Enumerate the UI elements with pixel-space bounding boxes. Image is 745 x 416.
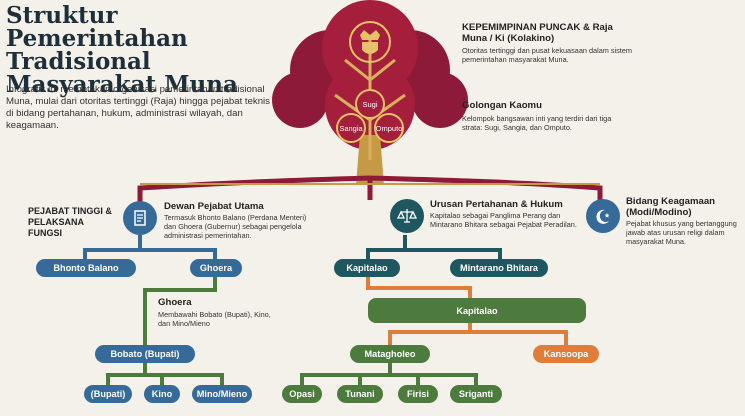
crescent-star-icon [586,199,620,233]
node-mino-mieno: Mino/Mieno [192,385,252,403]
node-ghoera: Ghoera [190,259,242,277]
ghoera-detail-desc: Membawahi Bobato (Bupati), Kino, dan Min… [158,310,271,328]
agama-heading: Bidang Keagamaan (Modi/Modino) [626,196,716,218]
ghoera-detail-heading: Ghoera [158,297,192,308]
node-kapitalao: Kapitalao [334,259,400,277]
document-icon [123,201,157,235]
page-title: Struktur Pemerintahan Tradisional Masyar… [6,2,238,98]
side-label: PEJABAT TINGGI & PELAKSANA FUNGSI [28,206,112,238]
node-sriganti: Sriganti [450,385,502,403]
node-mintarano-bhitara: Mintarano Bhitara [450,259,548,277]
node-kansoopa: Kansoopa [533,345,599,363]
node-firisi: Firisi [398,385,438,403]
dewan-block: Dewan Pejabat Utama Termasuk Bhonto Bala… [164,201,314,240]
kaomu-heading: Golongan Kaomu [462,100,542,111]
agama-desc: Pejabat khusus yang bertanggung jawab at… [626,219,737,246]
node-bobato: Bobato (Bupati) [95,345,195,363]
top-leadership-heading: KEPEMIMPINAN PUNCAK & Raja Muna / Ki (Ko… [462,22,613,44]
top-leadership-block: KEPEMIMPINAN PUNCAK & Raja Muna / Ki (Ko… [462,22,632,64]
scales-icon [390,199,424,233]
urusan-heading: Urusan Pertahanan & Hukum [430,199,563,210]
node-opasi: Opasi [282,385,322,403]
top-leadership-desc: Otoritas tertinggi dan pusat kekuasaan d… [462,46,632,64]
dewan-heading: Dewan Pejabat Utama [164,201,264,212]
node-tunani: Tunani [337,385,383,403]
node-bupati: (Bupati) [84,385,132,403]
agama-block: Bidang Keagamaan (Modi/Modino) Pejabat k… [626,196,743,246]
badge-sugi: Sugi [355,89,385,119]
kaomu-desc: Kelompok bangsawan inti yang terdiri dar… [462,114,612,132]
dewan-desc: Termasuk Bhonto Balano (Perdana Menteri)… [164,213,307,240]
node-matagholeo: Matagholeo [350,345,430,363]
node-kino: Kino [144,385,180,403]
node-kapitalao-bar: Kapitalao [368,298,586,323]
badge-omputo: Omputo [374,113,404,143]
intro-text: Infografis ini memetakan organisasi peme… [6,84,270,131]
node-bhonto-balano: Bhonto Balano [36,259,136,277]
crown-shield-emblem [349,21,391,63]
urusan-block: Urusan Pertahanan & Hukum Kapitalao seba… [430,199,580,229]
urusan-desc: Kapitalao sebagai Panglima Perang dan Mi… [430,211,577,229]
kaomu-block: Golongan Kaomu Kelompok bangsawan inti y… [462,100,612,132]
badge-sangia: Sangia [336,113,366,143]
ghoera-detail: Ghoera Membawahi Bobato (Bupati), Kino, … [158,297,276,328]
